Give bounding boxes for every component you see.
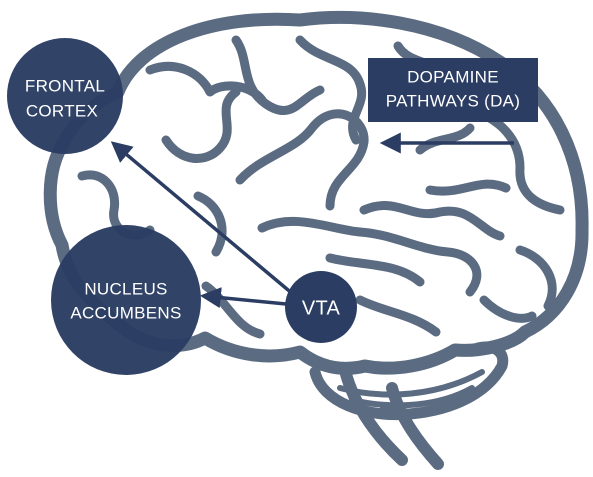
frontal-cortex-label-line1: FRONTAL (25, 76, 105, 95)
vta-node: VTA (285, 271, 357, 343)
nucleus-accumbens-label-line1: NUCLEUS (84, 279, 167, 298)
nucleus-accumbens-node: NUCLEUS ACCUMBENS (51, 225, 201, 375)
arrow-vta-to-frontal-cortex (110, 141, 302, 302)
frontal-cortex-label-line2: CORTEX (26, 101, 98, 120)
brain-stem (339, 364, 408, 466)
dopamine-pathways-legend: DOPAMINE PATHWAYS (DA) (368, 58, 538, 122)
brain-stem-back (386, 382, 444, 470)
legend-line2: PATHWAYS (DA) (386, 91, 521, 110)
nucleus-accumbens-label-line2: ACCUMBENS (70, 303, 181, 322)
pathway-arrows (110, 132, 514, 309)
legend-line1: DOPAMINE (407, 67, 499, 86)
vta-label: VTA (302, 297, 341, 319)
arrow-vta-to-nucleus-accumbens (199, 287, 287, 309)
frontal-cortex-node: FRONTAL CORTEX (7, 38, 123, 154)
